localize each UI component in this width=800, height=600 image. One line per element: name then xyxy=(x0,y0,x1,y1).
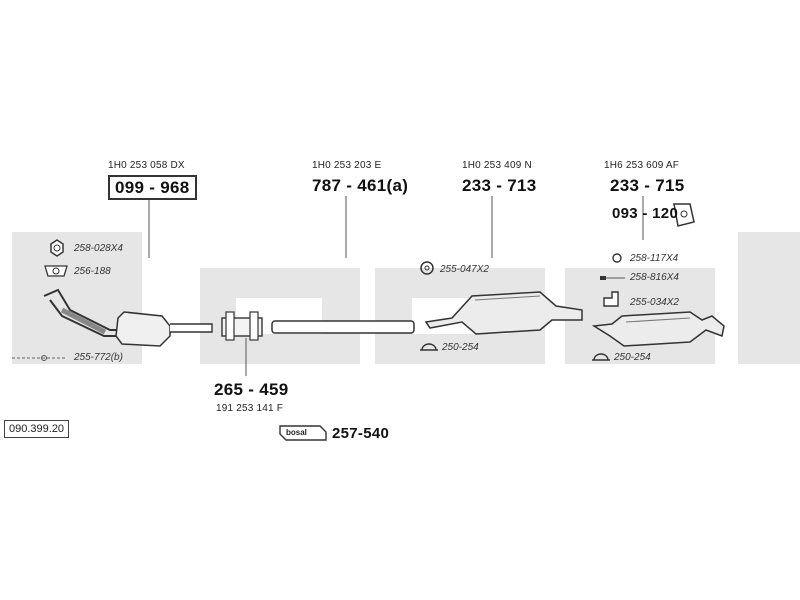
oem-middle-silencer: 1H0 253 409 N xyxy=(462,160,532,171)
nut-icon xyxy=(50,239,64,257)
clamp-rear-icon xyxy=(592,353,610,361)
part-number-catalyst: 099 - 968 xyxy=(108,175,197,200)
clamp-icon xyxy=(221,311,263,341)
part-number-middle-silencer: 233 - 713 xyxy=(462,176,537,195)
catalyst-icon xyxy=(43,288,213,347)
rear-bracket-icon xyxy=(673,203,695,227)
hanger-rear-icon xyxy=(603,291,619,307)
oem-catalyst: 1H0 253 058 DX xyxy=(108,160,185,171)
small-part-label-gasket-front: 256-188 xyxy=(74,266,111,277)
small-part-label-clamp-rear: 250-254 xyxy=(614,352,651,363)
small-part-label-nut: 258-028X4 xyxy=(74,243,123,254)
paste-brand-label: bosal xyxy=(286,428,307,437)
rear-silencer-icon xyxy=(591,311,725,347)
part-number-middle-pipe: 787 - 461(a) xyxy=(312,176,409,195)
small-part-label-bolt-front: 255-772(b) xyxy=(74,352,123,363)
small-part-label-clamp-middle: 250-254 xyxy=(442,342,479,353)
assembly-paste-icon xyxy=(279,425,327,441)
part-number-rear-silencer: 233 - 715 xyxy=(610,176,685,195)
bolt-rear-icon xyxy=(600,276,606,280)
small-part-label-hanger-rear: 255-034X2 xyxy=(630,297,679,308)
small-part-label-bolt-rear: 258-816X4 xyxy=(630,272,679,283)
oem-middle-pipe: 1H0 253 203 E xyxy=(312,160,382,171)
gasket-icon xyxy=(44,265,68,277)
part-number-clamp: 265 - 459 xyxy=(214,380,289,399)
watermark-block-5 xyxy=(738,232,800,364)
middle-pipe-icon xyxy=(271,320,415,334)
small-part-label-spring-washer: 258-117X4 xyxy=(630,253,679,264)
oem-clamp: 191 253 141 F xyxy=(216,403,284,414)
oem-rear-silencer: 1H6 253 609 AF xyxy=(604,160,680,171)
clamp-middle-icon xyxy=(420,343,438,351)
middle-silencer-icon xyxy=(424,291,583,335)
spring-washer-icon xyxy=(612,253,622,263)
part-number-rear-bracket: 093 - 120 xyxy=(612,205,679,222)
bolt-front-icon xyxy=(12,355,66,361)
small-part-label-rubber-middle: 255-047X2 xyxy=(440,264,489,275)
part-number-assembly-paste: 257-540 xyxy=(332,425,390,442)
rubber-hanger-icon xyxy=(420,261,434,275)
kit-number: 090.399.20 xyxy=(4,420,70,438)
